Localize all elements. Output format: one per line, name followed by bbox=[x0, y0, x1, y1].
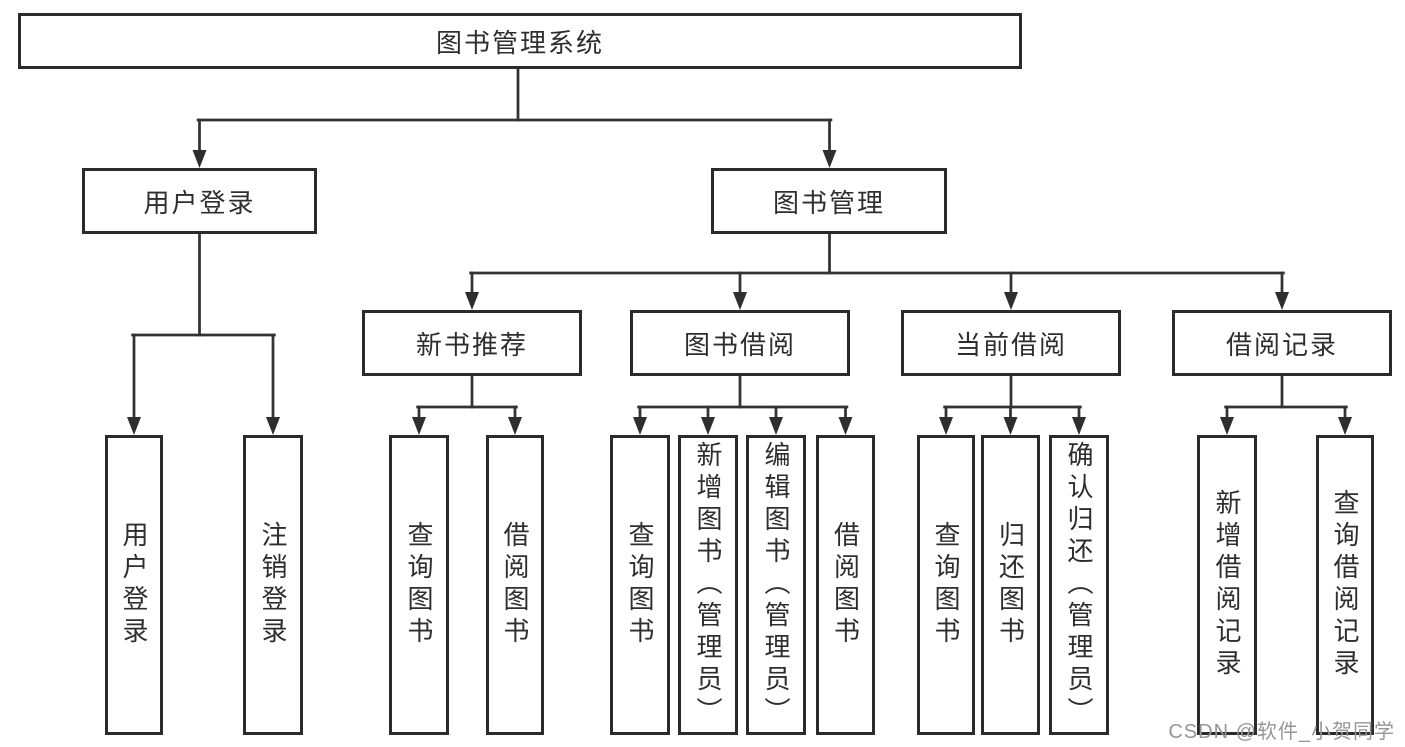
leaf-current-query-book: 查询图书 bbox=[917, 435, 975, 735]
leaf-current-return-book: 归还图书 bbox=[981, 435, 1040, 735]
leaf-borrow-add-book-admin: 新增图书（管理员） bbox=[678, 435, 738, 735]
node-user-login: 用户登录 bbox=[82, 168, 317, 234]
node-book-management: 图书管理 bbox=[711, 168, 947, 234]
node-root-label: 图书管理系统 bbox=[435, 27, 604, 58]
leaf-current-return-book-label: 归还图书 bbox=[995, 521, 1026, 649]
node-new-book-recommend-label: 新书推荐 bbox=[415, 329, 528, 360]
node-book-borrow-label: 图书借阅 bbox=[683, 329, 796, 360]
node-borrow-records-label: 借阅记录 bbox=[1225, 329, 1338, 360]
leaf-logout-login-label: 注销登录 bbox=[258, 521, 288, 649]
leaf-borrow-edit-book-admin-label: 编辑图书（管理员） bbox=[761, 441, 791, 729]
leaf-recommend-borrow-book: 借阅图书 bbox=[486, 435, 544, 735]
node-user-login-label: 用户登录 bbox=[143, 187, 256, 218]
node-book-management-label: 图书管理 bbox=[772, 187, 885, 218]
node-current-borrow-label: 当前借阅 bbox=[954, 329, 1067, 360]
leaf-borrow-query-book-label: 查询图书 bbox=[625, 521, 655, 649]
leaf-logout-login: 注销登录 bbox=[243, 435, 303, 735]
leaf-user-login: 用户登录 bbox=[105, 435, 163, 735]
node-borrow-records: 借阅记录 bbox=[1172, 310, 1392, 376]
leaf-borrow-borrow-book-label: 借阅图书 bbox=[830, 521, 861, 649]
leaf-borrow-edit-book-admin: 编辑图书（管理员） bbox=[746, 435, 806, 735]
leaf-borrow-borrow-book: 借阅图书 bbox=[816, 435, 875, 735]
watermark: CSDN @软件_小贺同学 bbox=[1168, 721, 1395, 743]
leaf-records-query-record-label: 查询借阅记录 bbox=[1330, 489, 1360, 681]
node-current-borrow: 当前借阅 bbox=[901, 310, 1121, 376]
leaf-records-add-record: 新增借阅记录 bbox=[1197, 435, 1257, 735]
leaf-borrow-query-book: 查询图书 bbox=[610, 435, 670, 735]
node-book-borrow: 图书借阅 bbox=[630, 310, 850, 376]
leaf-records-query-record: 查询借阅记录 bbox=[1316, 435, 1374, 735]
leaf-borrow-add-book-admin-label: 新增图书（管理员） bbox=[693, 441, 723, 729]
leaf-recommend-borrow-book-label: 借阅图书 bbox=[500, 521, 530, 649]
leaf-recommend-query-book-label: 查询图书 bbox=[404, 521, 434, 649]
leaf-current-confirm-return-admin: 确认归还（管理员） bbox=[1049, 435, 1109, 735]
leaf-recommend-query-book: 查询图书 bbox=[389, 435, 449, 735]
leaf-current-confirm-return-admin-label: 确认归还（管理员） bbox=[1064, 441, 1094, 729]
leaf-records-add-record-label: 新增借阅记录 bbox=[1212, 489, 1242, 681]
node-root: 图书管理系统 bbox=[18, 13, 1022, 69]
leaf-user-login-label: 用户登录 bbox=[119, 521, 149, 649]
node-new-book-recommend: 新书推荐 bbox=[362, 310, 582, 376]
leaf-current-query-book-label: 查询图书 bbox=[931, 521, 961, 649]
